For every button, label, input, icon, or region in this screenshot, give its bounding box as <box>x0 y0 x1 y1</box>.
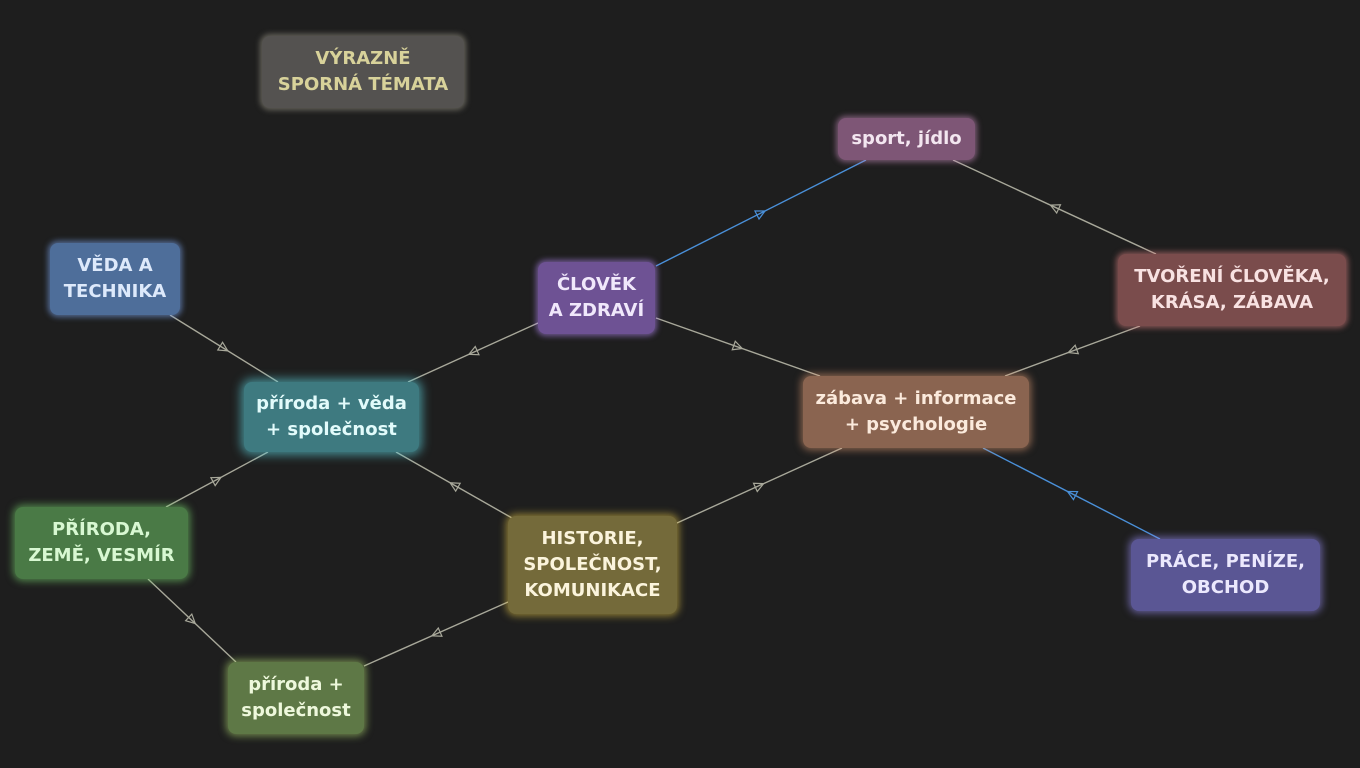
arrow-prace-to-zabava-icon <box>1066 490 1079 501</box>
node-veda-a-technika[interactable]: VĚDA A TECHNIKA <box>50 243 180 315</box>
node-prace-penize-obchod[interactable]: PRÁCE, PENÍZE, OBCHOD <box>1131 539 1320 611</box>
node-clovek-a-zdravi[interactable]: ČLOVĚK A ZDRAVÍ <box>538 262 655 334</box>
node-priroda-zeme-vesmir[interactable]: PŘÍRODA, ZEMĚ, VESMÍR <box>15 507 188 579</box>
edge-historie-to-zabava <box>676 447 843 524</box>
node-label: PŘÍRODA, ZEMĚ, VESMÍR <box>28 519 175 566</box>
arrow-historie-to-zabava-icon <box>752 482 765 493</box>
arrow-tvoreni-to-zabava-icon <box>1067 344 1080 355</box>
node-label: PRÁCE, PENÍZE, OBCHOD <box>1145 551 1306 598</box>
node-tvoreni-cloveka[interactable]: TVOŘENÍ ČLOVĚKA, KRÁSA, ZÁBAVA <box>1118 254 1346 326</box>
arrow-historie-to-prirodaspol-icon <box>430 626 443 637</box>
arrow-historie-to-prirodaveda-icon <box>448 482 462 493</box>
node-label: příroda + společnost <box>241 674 351 721</box>
node-priroda-veda-spolecnost[interactable]: příroda + věda + společnost <box>244 382 419 452</box>
node-sport-jidlo[interactable]: sport, jídlo <box>838 118 975 160</box>
arrow-priroda-to-prirodaspol-icon <box>184 613 197 625</box>
edge-clovek-to-zabava <box>655 317 821 377</box>
arrow-clovek-to-zabava-icon <box>731 340 744 351</box>
edge-priroda-to-prirodaspol <box>147 578 237 663</box>
node-label: HISTORIE, SPOLEČNOST, KOMUNIKACE <box>523 528 662 601</box>
arrow-clovek-to-sport-icon <box>753 210 767 221</box>
node-historie-spolecnost-komunikace[interactable]: HISTORIE, SPOLEČNOST, KOMUNIKACE <box>508 516 677 614</box>
node-label: příroda + věda + společnost <box>256 393 407 440</box>
edge-prace-to-zabava <box>982 447 1161 540</box>
node-label: ČLOVĚK A ZDRAVÍ <box>548 274 645 321</box>
arrow-priroda-to-prirodaveda-icon <box>209 476 223 487</box>
edge-clovek-to-sport <box>655 159 867 267</box>
edge-veda-to-prirodaveda <box>169 314 279 383</box>
node-label: sport, jídlo <box>851 128 962 149</box>
arrow-tvoreni-to-sport-icon <box>1049 204 1062 215</box>
edge-historie-to-prirodaveda <box>395 451 513 519</box>
node-label: VÝRAZNĚ SPORNÁ TÉMATA <box>277 48 449 95</box>
arrow-veda-to-prirodaveda-icon <box>216 341 229 352</box>
node-label: zábava + informace + psychologie <box>815 388 1017 435</box>
edge-priroda-to-prirodaveda <box>165 451 269 508</box>
edge-tvoreni-to-zabava <box>1004 325 1141 377</box>
node-vyrazne-sporna-temata[interactable]: VÝRAZNĚ SPORNÁ TÉMATA <box>262 36 464 108</box>
node-zabava-informace-psychologie[interactable]: zábava + informace + psychologie <box>803 376 1029 448</box>
node-label: TVOŘENÍ ČLOVĚKA, KRÁSA, ZÁBAVA <box>1134 266 1330 313</box>
edge-historie-to-prirodaspol <box>363 601 509 667</box>
edge-tvoreni-to-sport <box>952 159 1157 255</box>
arrow-clovek-to-prirodaveda-icon <box>467 345 480 356</box>
edge-clovek-to-prirodaveda <box>407 322 539 383</box>
node-label: VĚDA A TECHNIKA <box>63 255 167 302</box>
node-priroda-spolecnost[interactable]: příroda + společnost <box>228 662 364 734</box>
